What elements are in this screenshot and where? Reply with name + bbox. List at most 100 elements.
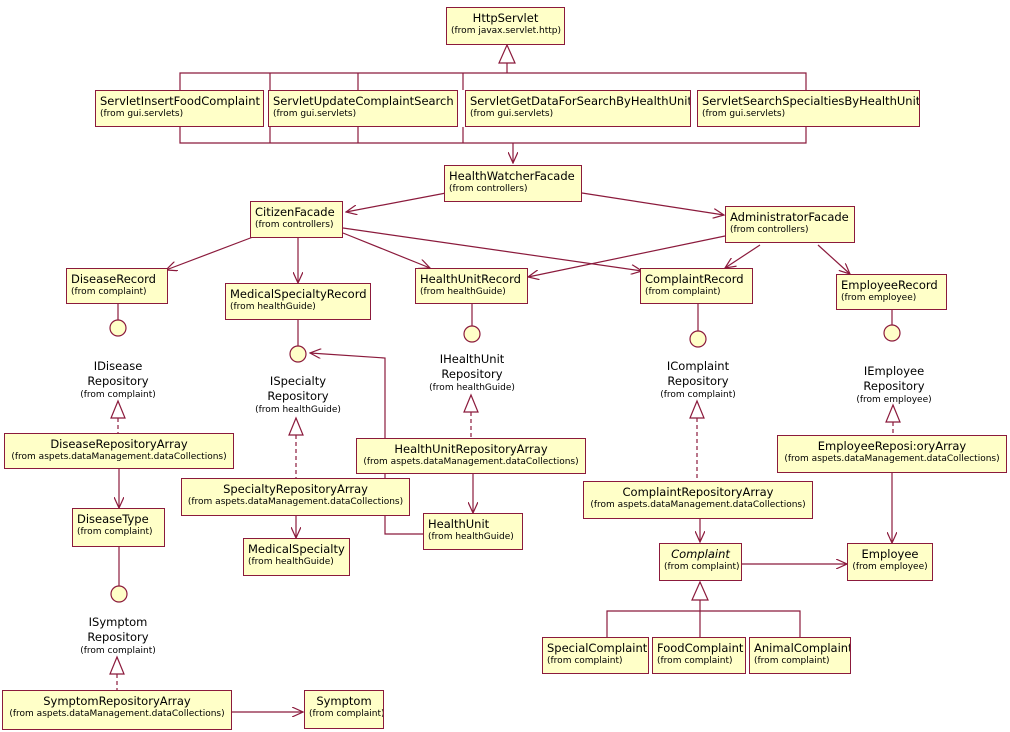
class-package: (from aspets.dataManagement.dataCollecti… bbox=[590, 500, 806, 510]
interface-name-line1: IEmployee bbox=[863, 364, 925, 378]
interface-name-line1: ISymptom bbox=[88, 615, 148, 629]
interface-idisease-repository: IDisease Repository (from complaint) bbox=[58, 359, 178, 402]
class-name: ServletUpdateComplaintSearch bbox=[273, 94, 454, 108]
interface-package: (from employee) bbox=[856, 395, 932, 405]
interface-name-line1: IHealthUnit bbox=[439, 352, 505, 366]
admin-to-complaint-record bbox=[725, 244, 761, 268]
class-package: (from aspets.dataManagement.dataCollecti… bbox=[9, 709, 225, 719]
class-employee-repository-array: EmployeeReposi:oryArray (from aspets.dat… bbox=[777, 435, 1007, 473]
class-servlet-update-complaint-search: ServletUpdateComplaintSearch (from gui.s… bbox=[268, 90, 458, 127]
citizen-to-complaint-record bbox=[342, 227, 642, 271]
class-medical-specialty: MedicalSpecialty (from healthGuide) bbox=[243, 538, 350, 576]
ispecialty-circle-icon bbox=[289, 345, 307, 363]
class-package: (from complaint) bbox=[657, 656, 733, 666]
ihealthunit-circle-icon bbox=[463, 325, 481, 343]
realize-triangle-complaint bbox=[689, 399, 705, 419]
class-package: (from aspets.dataManagement.dataCollecti… bbox=[363, 457, 579, 467]
isymptom-circle-icon bbox=[110, 585, 128, 603]
class-name: SpecialtyRepositoryArray bbox=[223, 482, 368, 496]
citizen-to-disease-record bbox=[166, 236, 254, 270]
class-package: (from complaint) bbox=[547, 656, 623, 666]
interface-ispecialty-repository: ISpecialty Repository (from healthGuide) bbox=[236, 374, 360, 417]
class-package: (from complaint) bbox=[309, 709, 384, 719]
class-package: (from aspets.dataManagement.dataCollecti… bbox=[784, 454, 1000, 464]
interface-package: (from healthGuide) bbox=[255, 405, 341, 415]
class-package: (from healthGuide) bbox=[420, 287, 506, 297]
realize-triangle-disease bbox=[110, 399, 126, 419]
class-name: ServletInsertFoodComplaint bbox=[100, 94, 261, 108]
class-servlet-search-specialties: ServletSearchSpecialtiesByHealthUnit (fr… bbox=[697, 90, 920, 127]
class-package: (from complaint) bbox=[645, 287, 721, 297]
class-name: SymptomRepositoryArray bbox=[43, 694, 191, 708]
class-name: HttpServlet bbox=[472, 11, 539, 25]
class-package: (from employee) bbox=[841, 293, 917, 303]
interface-iemployee-repository: IEmployee Repository (from employee) bbox=[833, 364, 955, 407]
class-servlet-get-data: ServletGetDataForSearchByHealthUnit (fro… bbox=[465, 90, 691, 127]
class-employee: Employee (from employee) bbox=[847, 543, 933, 581]
interface-isymptom-repository: ISymptom Repository (from complaint) bbox=[58, 615, 178, 658]
class-name: ComplaintRepositoryArray bbox=[622, 485, 774, 499]
class-medical-specialty-record: MedicalSpecialtyRecord (from healthGuide… bbox=[225, 283, 371, 320]
class-package: (from javax.servlet.http) bbox=[451, 26, 562, 36]
interface-icomplaint-repository: IComplaint Repository (from complaint) bbox=[637, 359, 759, 402]
class-symptom-repository-array: SymptomRepositoryArray (from aspets.data… bbox=[2, 690, 232, 730]
class-name: DiseaseType bbox=[77, 512, 149, 526]
class-package: (from healthGuide) bbox=[248, 557, 334, 567]
class-package: (from aspets.dataManagement.dataCollecti… bbox=[11, 452, 227, 462]
interface-name-line2: Repository bbox=[863, 379, 925, 393]
class-name: ComplaintRecord bbox=[645, 272, 744, 286]
class-employee-record: EmployeeRecord (from employee) bbox=[836, 274, 947, 310]
class-disease-record: DiseaseRecord (from complaint) bbox=[66, 268, 168, 304]
class-food-complaint: FoodComplaint (from complaint) bbox=[652, 637, 746, 674]
class-complaint-record: ComplaintRecord (from complaint) bbox=[640, 268, 753, 304]
class-specialty-repository-array: SpecialtyRepositoryArray (from aspets.da… bbox=[181, 478, 410, 516]
interface-package: (from complaint) bbox=[80, 646, 156, 656]
class-name: ServletGetDataForSearchByHealthUnit bbox=[470, 94, 691, 108]
interface-name-line1: ISpecialty bbox=[269, 374, 327, 388]
class-package: (from healthGuide) bbox=[428, 532, 514, 542]
class-disease-repository-array: DiseaseRepositoryArray (from aspets.data… bbox=[4, 433, 234, 469]
class-package: (from complaint) bbox=[77, 527, 153, 537]
class-special-complaint: SpecialComplaint (from complaint) bbox=[542, 637, 649, 674]
class-package: (from complaint) bbox=[71, 287, 147, 297]
class-package: (from gui.servlets) bbox=[100, 109, 184, 119]
class-name: DiseaseRecord bbox=[71, 272, 156, 286]
class-complaint: Complaint (from complaint) bbox=[659, 543, 742, 581]
class-health-watcher-facade: HealthWatcherFacade (from controllers) bbox=[444, 165, 582, 202]
class-name: FoodComplaint bbox=[657, 641, 744, 655]
class-complaint-repository-array: ComplaintRepositoryArray (from aspets.da… bbox=[583, 481, 813, 519]
class-package: (from controllers) bbox=[730, 225, 809, 235]
class-httpservlet: HttpServlet (from javax.servlet.http) bbox=[446, 7, 565, 45]
idisease-circle-icon bbox=[109, 319, 127, 337]
icomplaint-circle-icon bbox=[689, 330, 707, 348]
class-name: HealthUnitRepositoryArray bbox=[394, 442, 548, 456]
class-name: MedicalSpecialty bbox=[248, 542, 345, 556]
realize-triangle-employee bbox=[885, 403, 901, 423]
realize-triangle-symptom bbox=[109, 655, 125, 675]
class-animal-complaint: AnimalComplaint (from complaint) bbox=[749, 637, 851, 674]
class-name: DiseaseRepositoryArray bbox=[50, 437, 188, 451]
class-name: SpecialComplaint bbox=[547, 641, 648, 655]
interface-name-line2: Repository bbox=[667, 374, 729, 388]
interface-name-line2: Repository bbox=[87, 630, 149, 644]
class-administrator-facade: AdministratorFacade (from controllers) bbox=[725, 206, 855, 243]
class-health-unit: HealthUnit (from healthGuide) bbox=[423, 513, 523, 550]
interface-package: (from complaint) bbox=[660, 390, 736, 400]
class-name: ServletSearchSpecialtiesByHealthUnit bbox=[702, 94, 920, 108]
class-package: (from complaint) bbox=[754, 656, 830, 666]
generalization-triangle bbox=[498, 43, 516, 64]
class-servlet-insert-food-complaint: ServletInsertFoodComplaint (from gui.ser… bbox=[95, 90, 264, 127]
class-package: (from controllers) bbox=[255, 220, 334, 230]
citizen-to-hu-record bbox=[342, 232, 430, 268]
realize-triangle-healthunit bbox=[463, 393, 479, 413]
generalization-servlets bbox=[179, 63, 807, 90]
class-name: EmployeeRecord bbox=[841, 278, 938, 292]
class-package: (from complaint) bbox=[664, 562, 740, 572]
class-package: (from gui.servlets) bbox=[273, 109, 357, 119]
class-name: HealthUnitRecord bbox=[420, 272, 521, 286]
class-package: (from gui.servlets) bbox=[702, 109, 786, 119]
generalization-complaints bbox=[606, 600, 801, 637]
class-name: Complaint bbox=[671, 547, 730, 561]
